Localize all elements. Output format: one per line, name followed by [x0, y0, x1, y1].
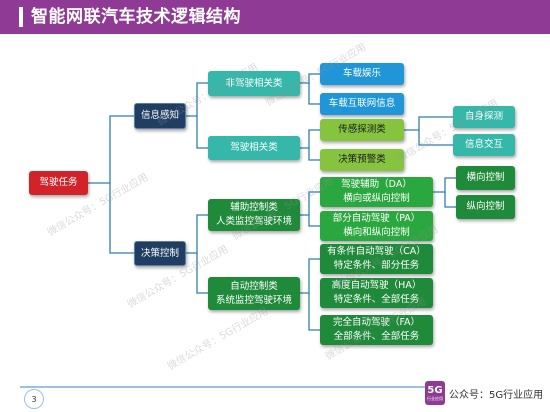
- node-ha-line-2: 特定条件、全部任务: [333, 294, 420, 305]
- node-perception-label: 信息感知: [140, 110, 179, 121]
- node-warning: 决策预警类: [320, 149, 404, 171]
- node-assist-control-line-1: 辅助控制类: [230, 202, 278, 213]
- node-ca-line-2: 特定条件、部分任务: [333, 260, 420, 271]
- node-connected-info-label: 车载互联网信息: [328, 98, 396, 109]
- node-fa-line-2: 全部条件、全部任务: [333, 331, 420, 342]
- node-driving-task: 驾驶任务: [29, 171, 88, 195]
- node-info-exchange: 信息交互: [453, 134, 515, 156]
- node-non-driving: 非驾驶相关类: [208, 71, 300, 96]
- node-info-exchange-label: 信息交互: [464, 139, 503, 150]
- node-longitudinal-control-label: 纵向控制: [466, 201, 505, 212]
- node-da: 驾驶辅助（DA） 横向或纵向控制: [320, 177, 433, 207]
- node-da-line-1: 驾驶辅助（DA）: [341, 179, 412, 190]
- title-bar: 智能网联汽车技术逻辑结构: [0, 0, 550, 34]
- node-auto-control: 自动控制类 系统监控驾驶环境: [208, 277, 300, 310]
- node-lateral-control: 横向控制: [456, 166, 515, 190]
- node-ca-line-1: 有条件自动驾驶（CA）: [327, 246, 426, 257]
- node-fa-line-1: 完全自动驾驶（FA）: [332, 317, 421, 328]
- node-auto-control-line-2: 系统监控驾驶环境: [215, 294, 292, 306]
- account-label: 公众号：5G行业应用: [449, 390, 544, 401]
- node-connected-info: 车载互联网信息: [320, 93, 404, 115]
- node-driving-related-label: 驾驶相关类: [230, 142, 278, 153]
- node-da-line-2: 横向或纵向控制: [343, 193, 410, 204]
- title-accent-bar: [19, 7, 23, 27]
- page-number: 3: [24, 389, 44, 409]
- node-sensing-label: 传感探测类: [338, 124, 386, 135]
- footer-divider: [20, 386, 430, 388]
- 5g-logo-main: 5G: [427, 385, 443, 396]
- node-pa: 部分自动驾驶（PA） 横向和纵向控制: [320, 211, 433, 241]
- node-lateral-control-label: 横向控制: [466, 172, 505, 183]
- node-self-sensing: 自身探测: [453, 106, 515, 128]
- node-pa-line-1: 部分自动驾驶（PA）: [332, 213, 421, 224]
- node-infotainment-label: 车载娱乐: [342, 68, 381, 79]
- node-perception: 信息感知: [134, 103, 186, 129]
- node-infotainment: 车载娱乐: [320, 63, 404, 85]
- node-auto-control-line-1: 自动控制类: [230, 280, 278, 292]
- node-non-driving-label: 非驾驶相关类: [225, 77, 283, 89]
- node-self-sensing-label: 自身探测: [464, 111, 503, 122]
- node-fa: 完全自动驾驶（FA） 全部条件、全部任务: [320, 315, 433, 345]
- node-decision-control-label: 决策控制: [140, 247, 179, 259]
- node-ha-line-1: 高度自动驾驶（HA）: [331, 280, 422, 291]
- node-ha: 高度自动驾驶（HA） 特定条件、全部任务: [320, 278, 433, 308]
- node-driving-related: 驾驶相关类: [208, 136, 300, 160]
- node-pa-line-2: 横向和纵向控制: [343, 227, 410, 238]
- node-driving-task-label: 驾驶任务: [39, 177, 78, 188]
- page-title: 智能网联汽车技术逻辑结构: [31, 7, 241, 27]
- node-assist-control: 辅助控制类 人类监控驾驶环境: [208, 199, 300, 231]
- node-ca: 有条件自动驾驶（CA） 特定条件、部分任务: [320, 244, 433, 274]
- node-longitudinal-control: 纵向控制: [456, 195, 515, 219]
- node-assist-control-line-2: 人类监控驾驶环境: [215, 216, 292, 227]
- page-number-label: 3: [31, 394, 37, 404]
- node-warning-label: 决策预警类: [338, 154, 386, 165]
- node-sensing: 传感探测类: [320, 119, 404, 141]
- 5g-logo-sub: 行业应用: [427, 396, 443, 401]
- 5g-logo: 5G 行业应用: [425, 381, 445, 405]
- node-decision-control: 决策控制: [134, 241, 186, 266]
